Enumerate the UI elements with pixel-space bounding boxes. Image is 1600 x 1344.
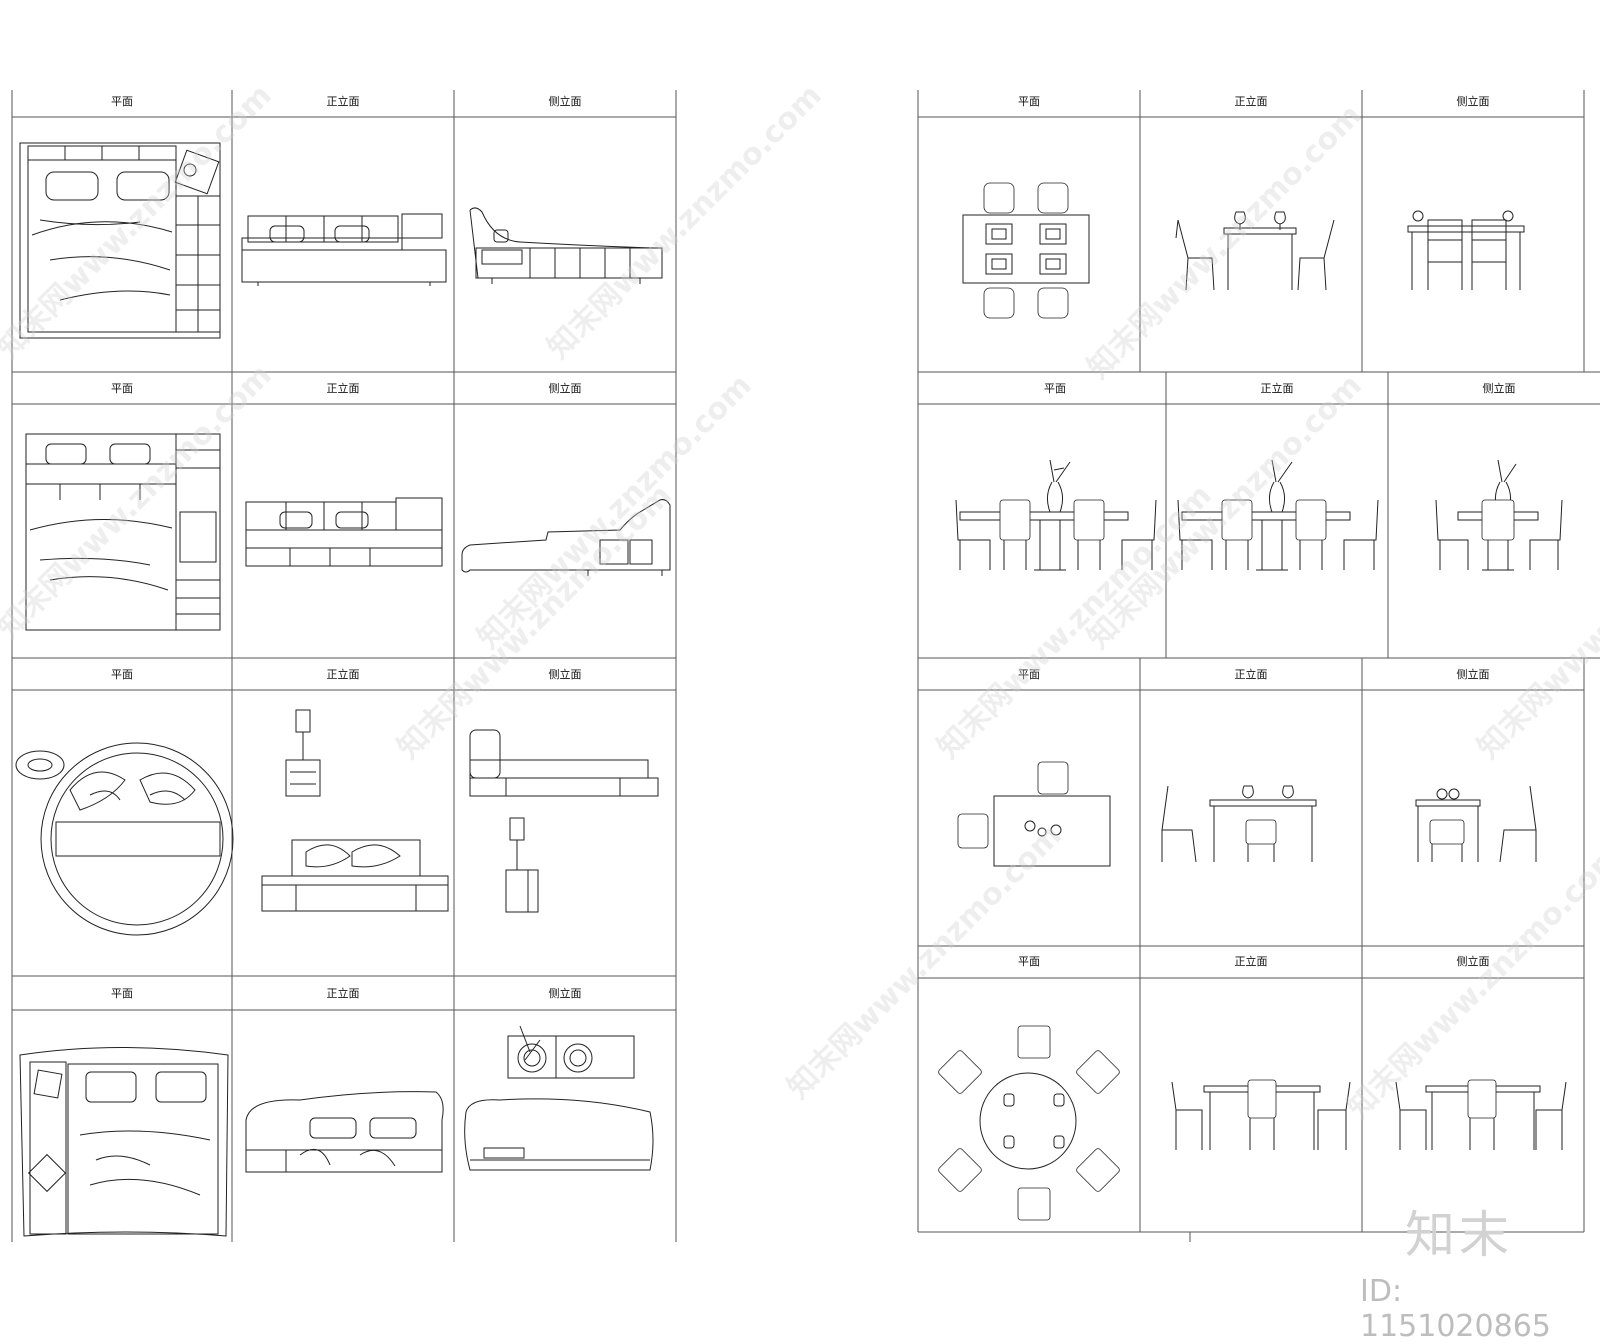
dining1-front <box>1175 211 1335 291</box>
header-plan: 平面 <box>1044 382 1066 395</box>
header-plan: 平面 <box>111 668 133 681</box>
header-side: 侧立面 <box>1457 94 1490 108</box>
bed3-side <box>469 729 659 913</box>
header-side: 侧立面 <box>1457 954 1490 968</box>
watermark-text: 知末网www.znzmo.com <box>1081 98 1369 386</box>
header-front: 正立面 <box>327 381 360 395</box>
left-table-grid <box>11 90 677 1242</box>
header-front: 正立面 <box>1235 667 1268 681</box>
header-front: 正立面 <box>1235 94 1268 108</box>
watermark-text: 知末网www.znzmo.com <box>0 358 279 646</box>
bed3-plan <box>15 742 234 936</box>
header-front: 正立面 <box>327 986 360 1000</box>
header-side: 侧立面 <box>1483 381 1516 395</box>
header-plan: 平面 <box>111 95 133 108</box>
header-front: 正立面 <box>327 94 360 108</box>
image-id-label: ID: 1151020865 <box>1360 1274 1551 1344</box>
header-side: 侧立面 <box>549 667 582 681</box>
watermarks: 知末网www.znzmo.com 知末网www.znzmo.com 知末网www… <box>0 78 1600 1126</box>
header-front: 正立面 <box>1261 381 1294 395</box>
bed1-front <box>241 213 447 286</box>
bed3-front <box>261 709 449 912</box>
header-plan: 平面 <box>1018 668 1040 681</box>
watermark-text: 知末网www.znzmo.com <box>0 78 279 366</box>
watermark-text: 知末网www.znzmo.com <box>471 368 759 656</box>
header-side: 侧立面 <box>549 381 582 395</box>
watermark-text: 知末网www.znzmo.com <box>541 78 829 366</box>
dining3-plan <box>957 761 1111 867</box>
dining2-plan <box>955 459 1157 571</box>
bed1-plan <box>19 142 221 339</box>
dining4-side <box>1395 1079 1567 1150</box>
header-side: 侧立面 <box>1457 667 1490 681</box>
header-front: 正立面 <box>1235 954 1268 968</box>
bed2-side <box>461 499 671 576</box>
header-plan: 平面 <box>1018 95 1040 108</box>
header-plan: 平面 <box>111 987 133 1000</box>
dining4-plan <box>938 1025 1120 1221</box>
watermark-text: 知末网www.znzmo.com <box>391 478 679 766</box>
header-plan: 平面 <box>111 382 133 395</box>
bed2-front <box>245 497 443 567</box>
dining3-front <box>1161 785 1317 863</box>
bed4-front <box>245 1091 444 1173</box>
bed4-side <box>464 1025 654 1171</box>
header-labels: 平面 正立面 侧立面 平面 正立面 侧立面 平面 正立面 侧立面 平面 正立面 … <box>111 94 1516 1000</box>
dining2-front <box>1177 459 1379 571</box>
header-side: 侧立面 <box>549 986 582 1000</box>
bed1-side <box>469 207 663 284</box>
header-side: 侧立面 <box>549 94 582 108</box>
dining4-front <box>1171 1079 1351 1150</box>
header-front: 正立面 <box>327 667 360 681</box>
brand-logo: 知末 <box>1405 1206 1513 1264</box>
dining1-side <box>1407 210 1525 290</box>
dining2-side <box>1435 459 1563 571</box>
dining1-plan <box>962 182 1090 319</box>
bed4-plan <box>19 1047 229 1237</box>
right-table-grid <box>917 90 1600 1242</box>
dining3-side <box>1415 785 1537 863</box>
header-plan: 平面 <box>1018 955 1040 968</box>
bed2-plan <box>25 433 221 631</box>
